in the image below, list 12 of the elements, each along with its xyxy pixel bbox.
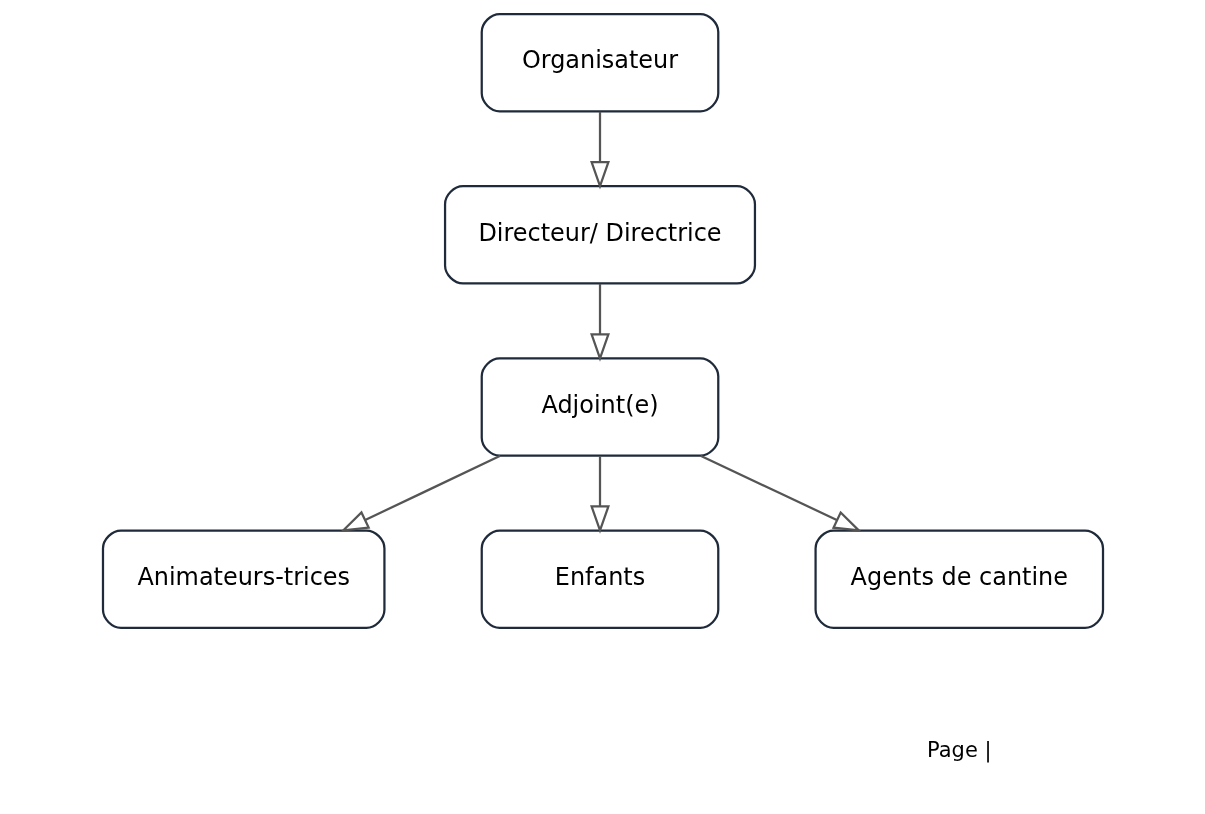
node-box: Enfants <box>480 529 719 629</box>
node-box: Agents de cantine <box>813 529 1104 629</box>
node-box: Animateurs-trices <box>101 529 386 629</box>
arrow <box>589 283 610 362</box>
arrow <box>589 111 610 190</box>
node-box: Organisateur <box>480 12 719 113</box>
arrow <box>339 454 501 532</box>
label: Page | <box>926 737 991 762</box>
node-box: Directeur/ Directrice <box>443 185 756 285</box>
node-box: Adjoint(e) <box>480 357 719 457</box>
arrow <box>699 454 862 532</box>
arrow <box>589 456 610 534</box>
